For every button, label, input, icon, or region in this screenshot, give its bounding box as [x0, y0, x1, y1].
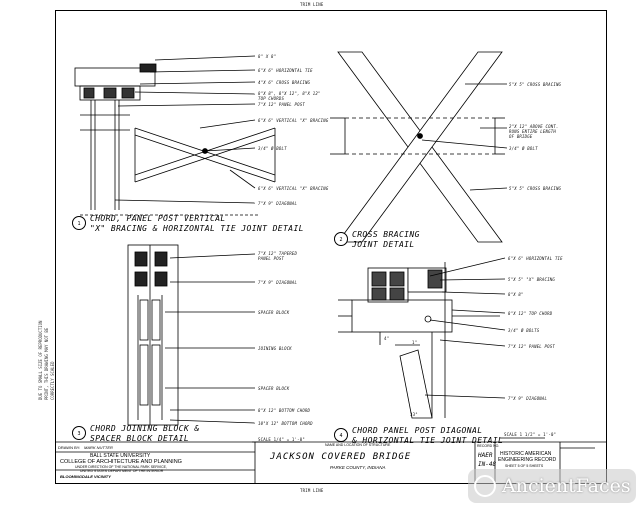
- under-direction-1: UNDER DIRECTION OF THE NATIONAL PARK SER…: [75, 465, 167, 469]
- d4-angle: 33°: [410, 412, 418, 417]
- detail-1-marker: 1: [72, 216, 86, 230]
- trim-line-bottom: TRIM LINE: [300, 488, 324, 493]
- d4-dim-2: 1": [412, 340, 418, 345]
- trim-line-top: TRIM LINE: [300, 2, 324, 7]
- d3-label-4: JOINING BLOCK: [258, 346, 292, 351]
- detail-4-title-1: CHORD PANEL POST DIAGONAL: [352, 426, 483, 435]
- engineering-record: ENGINEERING RECORD: [498, 457, 557, 463]
- drawing-border: [55, 10, 607, 484]
- d4-dim-1: 4": [384, 336, 390, 341]
- detail-4-scale: SCALE 1 1/2" = 1'-0": [504, 432, 557, 437]
- d1-label-1: 6"X 6" HORIZONTAL TIE: [258, 68, 313, 73]
- watermark-badge: AncientFaces: [468, 469, 636, 503]
- detail-1-title-2: "X" BRACING & HORIZONTAL TIE JOINT DETAI…: [90, 224, 304, 233]
- record-label: RECORD NO.: [477, 444, 500, 448]
- detail-1-title-1: CHORD, PANEL POST VERTICAL: [90, 214, 226, 223]
- record-haer: HAER: [478, 452, 493, 459]
- d3-label-2: 7"X 9" DIAGONAL: [258, 280, 298, 285]
- bridge-location: PARKE COUNTY, INDIANA: [330, 465, 386, 470]
- detail-2-title-2: JOINT DETAIL: [352, 240, 415, 249]
- d4-label-3: 8"X 12" TOP CHORD: [508, 311, 553, 316]
- structure-label: NAME AND LOCATION OF STRUCTURE: [325, 443, 391, 447]
- detail-3-drawing: [127, 244, 256, 426]
- watermark-text: AncientFaces: [502, 475, 631, 497]
- d2-label-4: 3/4" Ø BOLT: [509, 146, 538, 151]
- d4-label-6: 7"X 9" DIAGONAL: [508, 396, 548, 401]
- vicinity: BLOOMINGDALE VICINITY: [60, 474, 111, 479]
- d1-label-2: 4"X 6" CROSS BRACING: [258, 80, 311, 85]
- d1-label-9: 7"X 9" DIAGONAL: [258, 201, 298, 206]
- d4-label-5: 7"X 12" PANEL POST: [508, 344, 555, 349]
- d4-label-0: 6"X 6" HORIZONTAL TIE: [508, 256, 563, 261]
- d1-label-8: 6"X 6" VERTICAL "X" BRACING: [258, 186, 329, 191]
- sheet-count: SHEET 5 OF 5 SHEETS: [505, 464, 544, 468]
- detail-4-title-2: & HORIZONTAL TIE JOINT DETAIL: [352, 436, 504, 445]
- detail-2-drawing: [330, 51, 508, 243]
- d3-label-1: PANEL POST: [258, 256, 285, 261]
- detail-2-marker: 2: [334, 232, 348, 246]
- d2-label-0: 5"X 5" CROSS BRACING: [509, 82, 562, 87]
- college-name: COLLEGE OF ARCHITECTURE AND PLANNING: [60, 459, 182, 465]
- detail-3-title-1: CHORD JOINING BLOCK &: [90, 424, 200, 433]
- d1-label-5: 7"X 12" PANEL POST: [258, 102, 305, 107]
- d1-label-3: 8"X 8", 8"X 12", 8"X 12": [258, 91, 321, 96]
- d3-label-7: 10"X 12" BOTTOM CHORD: [258, 421, 313, 426]
- under-direction-2: UNITED STATES DEPARTMENT OF THE INTERIOR: [80, 469, 164, 473]
- d1-label-4: TOP CHORDS: [258, 96, 285, 101]
- d3-label-5: SPACER BLOCK: [258, 386, 290, 391]
- d2-label-1: 2"X 12" ABOVE CONT.: [509, 124, 559, 129]
- detail-4-marker: 4: [334, 428, 348, 442]
- d1-label-6: 6"X 6" VERTICAL "X" BRACING: [258, 118, 329, 123]
- d3-label-0: 7"X 12" TAPERED: [258, 251, 298, 256]
- d3-label-3: SPACER BLOCK: [258, 310, 290, 315]
- d3-label-6: 8"X 12" BOTTOM CHORD: [258, 408, 311, 413]
- detail-2-title-1: CROSS BRACING: [352, 230, 420, 239]
- drawn-by-name: MARK NUTTER: [84, 445, 113, 450]
- detail-3-scale: SCALE 1/4" = 1'-0": [258, 437, 305, 442]
- d1-label-0: 8" X 8": [258, 54, 277, 59]
- d4-label-1: 5"X 5" "X" BRACING: [508, 277, 555, 282]
- d4-label-4: 3/4" Ø BOLTS: [508, 328, 540, 333]
- d2-label-2: RUNS ENTIRE LENGTH: [509, 129, 556, 134]
- detail-1-drawing: [74, 55, 276, 216]
- school-name: BALL STATE UNIVERSITY: [90, 453, 151, 459]
- d4-label-2: 8"X 8": [508, 292, 524, 297]
- detail-3-title-2: SPACER BLOCK DETAIL: [90, 434, 190, 443]
- tree-icon: [474, 475, 496, 497]
- d2-label-5: 5"X 5" CROSS BRACING: [509, 186, 562, 191]
- detail-3-marker: 3: [72, 426, 86, 440]
- historic-american: HISTORIC AMERICAN: [500, 451, 552, 457]
- drawn-by-label: DRAWN BY:: [58, 445, 81, 450]
- detail-4-drawing: [338, 257, 506, 419]
- record-number: IN-48: [478, 461, 497, 468]
- bridge-name: JACKSON COVERED BRIDGE: [270, 452, 412, 462]
- d1-label-7: 3/4" Ø BOLT: [258, 146, 287, 151]
- d2-label-3: OF BRIDGE: [509, 134, 533, 139]
